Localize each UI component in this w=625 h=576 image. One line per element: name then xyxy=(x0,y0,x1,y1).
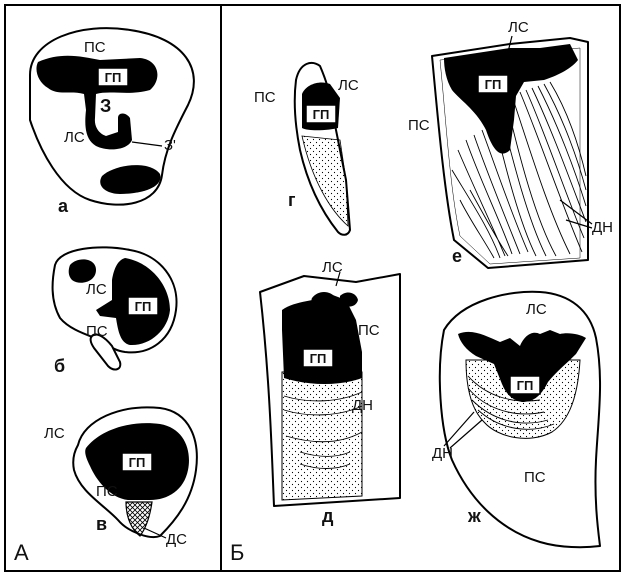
figure-e-gp-label: ГП xyxy=(485,77,502,92)
figure-v-gp-label: ГП xyxy=(129,455,146,470)
figure-d: ГП ЛС ПС ДН д xyxy=(260,259,400,526)
figure-zh-letter: ж xyxy=(467,506,481,526)
figure-a-letter: а xyxy=(58,196,69,216)
figure-b-ps-label: ПС xyxy=(86,323,108,340)
figure-d-dentin-dots xyxy=(282,372,362,500)
panel-b-label: Б xyxy=(230,540,244,565)
figure-zh-gp-label: ГП xyxy=(517,378,534,393)
figure-d-letter: д xyxy=(322,506,334,526)
figure-b-letter: б xyxy=(54,356,65,376)
figure-e-ls-label: ЛС xyxy=(508,19,529,36)
figure-a: ГП ПС ЛС З З' а xyxy=(30,28,194,216)
panel-a-label: А xyxy=(14,540,29,565)
figure-zh: ГП ЛС ПС ДН ж xyxy=(432,292,600,547)
figure-b-gp-label: ГП xyxy=(135,299,152,314)
figure-g-ps-label: ПС xyxy=(254,89,276,106)
figure-b: ГП ЛС ПС б xyxy=(53,247,177,376)
figure-g-letter: г xyxy=(288,190,296,210)
figure-e: ГП ЛС ПС ДН е xyxy=(408,19,613,268)
figure-g-ls-label: ЛС xyxy=(338,77,359,94)
figure-a-gp-label: ГП xyxy=(105,70,122,85)
figure-a-z-label: З xyxy=(100,96,111,116)
figure-e-letter: е xyxy=(452,246,462,266)
figure-v-ps-label: ПС xyxy=(96,483,118,500)
figure-a-ls-label: ЛС xyxy=(64,129,85,146)
figure-a-ps-label: ПС xyxy=(84,39,106,56)
figure-d-dn-label: ДН xyxy=(352,397,373,414)
figure-d-gp-label: ГП xyxy=(310,351,327,366)
figure-a-z-prime-label: З' xyxy=(164,137,176,154)
figure-b-ls-label: ЛС xyxy=(86,281,107,298)
figure-e-ps-label: ПС xyxy=(408,117,430,134)
figure-g-gp-label: ГП xyxy=(313,107,330,122)
figure-zh-ls-label: ЛС xyxy=(526,301,547,318)
figure-g: ГП ПС ЛС г xyxy=(254,63,359,235)
figure-d-ps-label: ПС xyxy=(358,322,380,339)
figure-v-ds-label: ДС xyxy=(166,531,187,548)
figure-v-letter: в xyxy=(96,514,107,534)
figure-e-dn-label: ДН xyxy=(592,219,613,236)
figure-v-ls-label: ЛС xyxy=(44,425,65,442)
figure-zh-ps-label: ПС xyxy=(524,469,546,486)
figure-v: ГП ЛС ПС ДС в xyxy=(44,407,197,548)
